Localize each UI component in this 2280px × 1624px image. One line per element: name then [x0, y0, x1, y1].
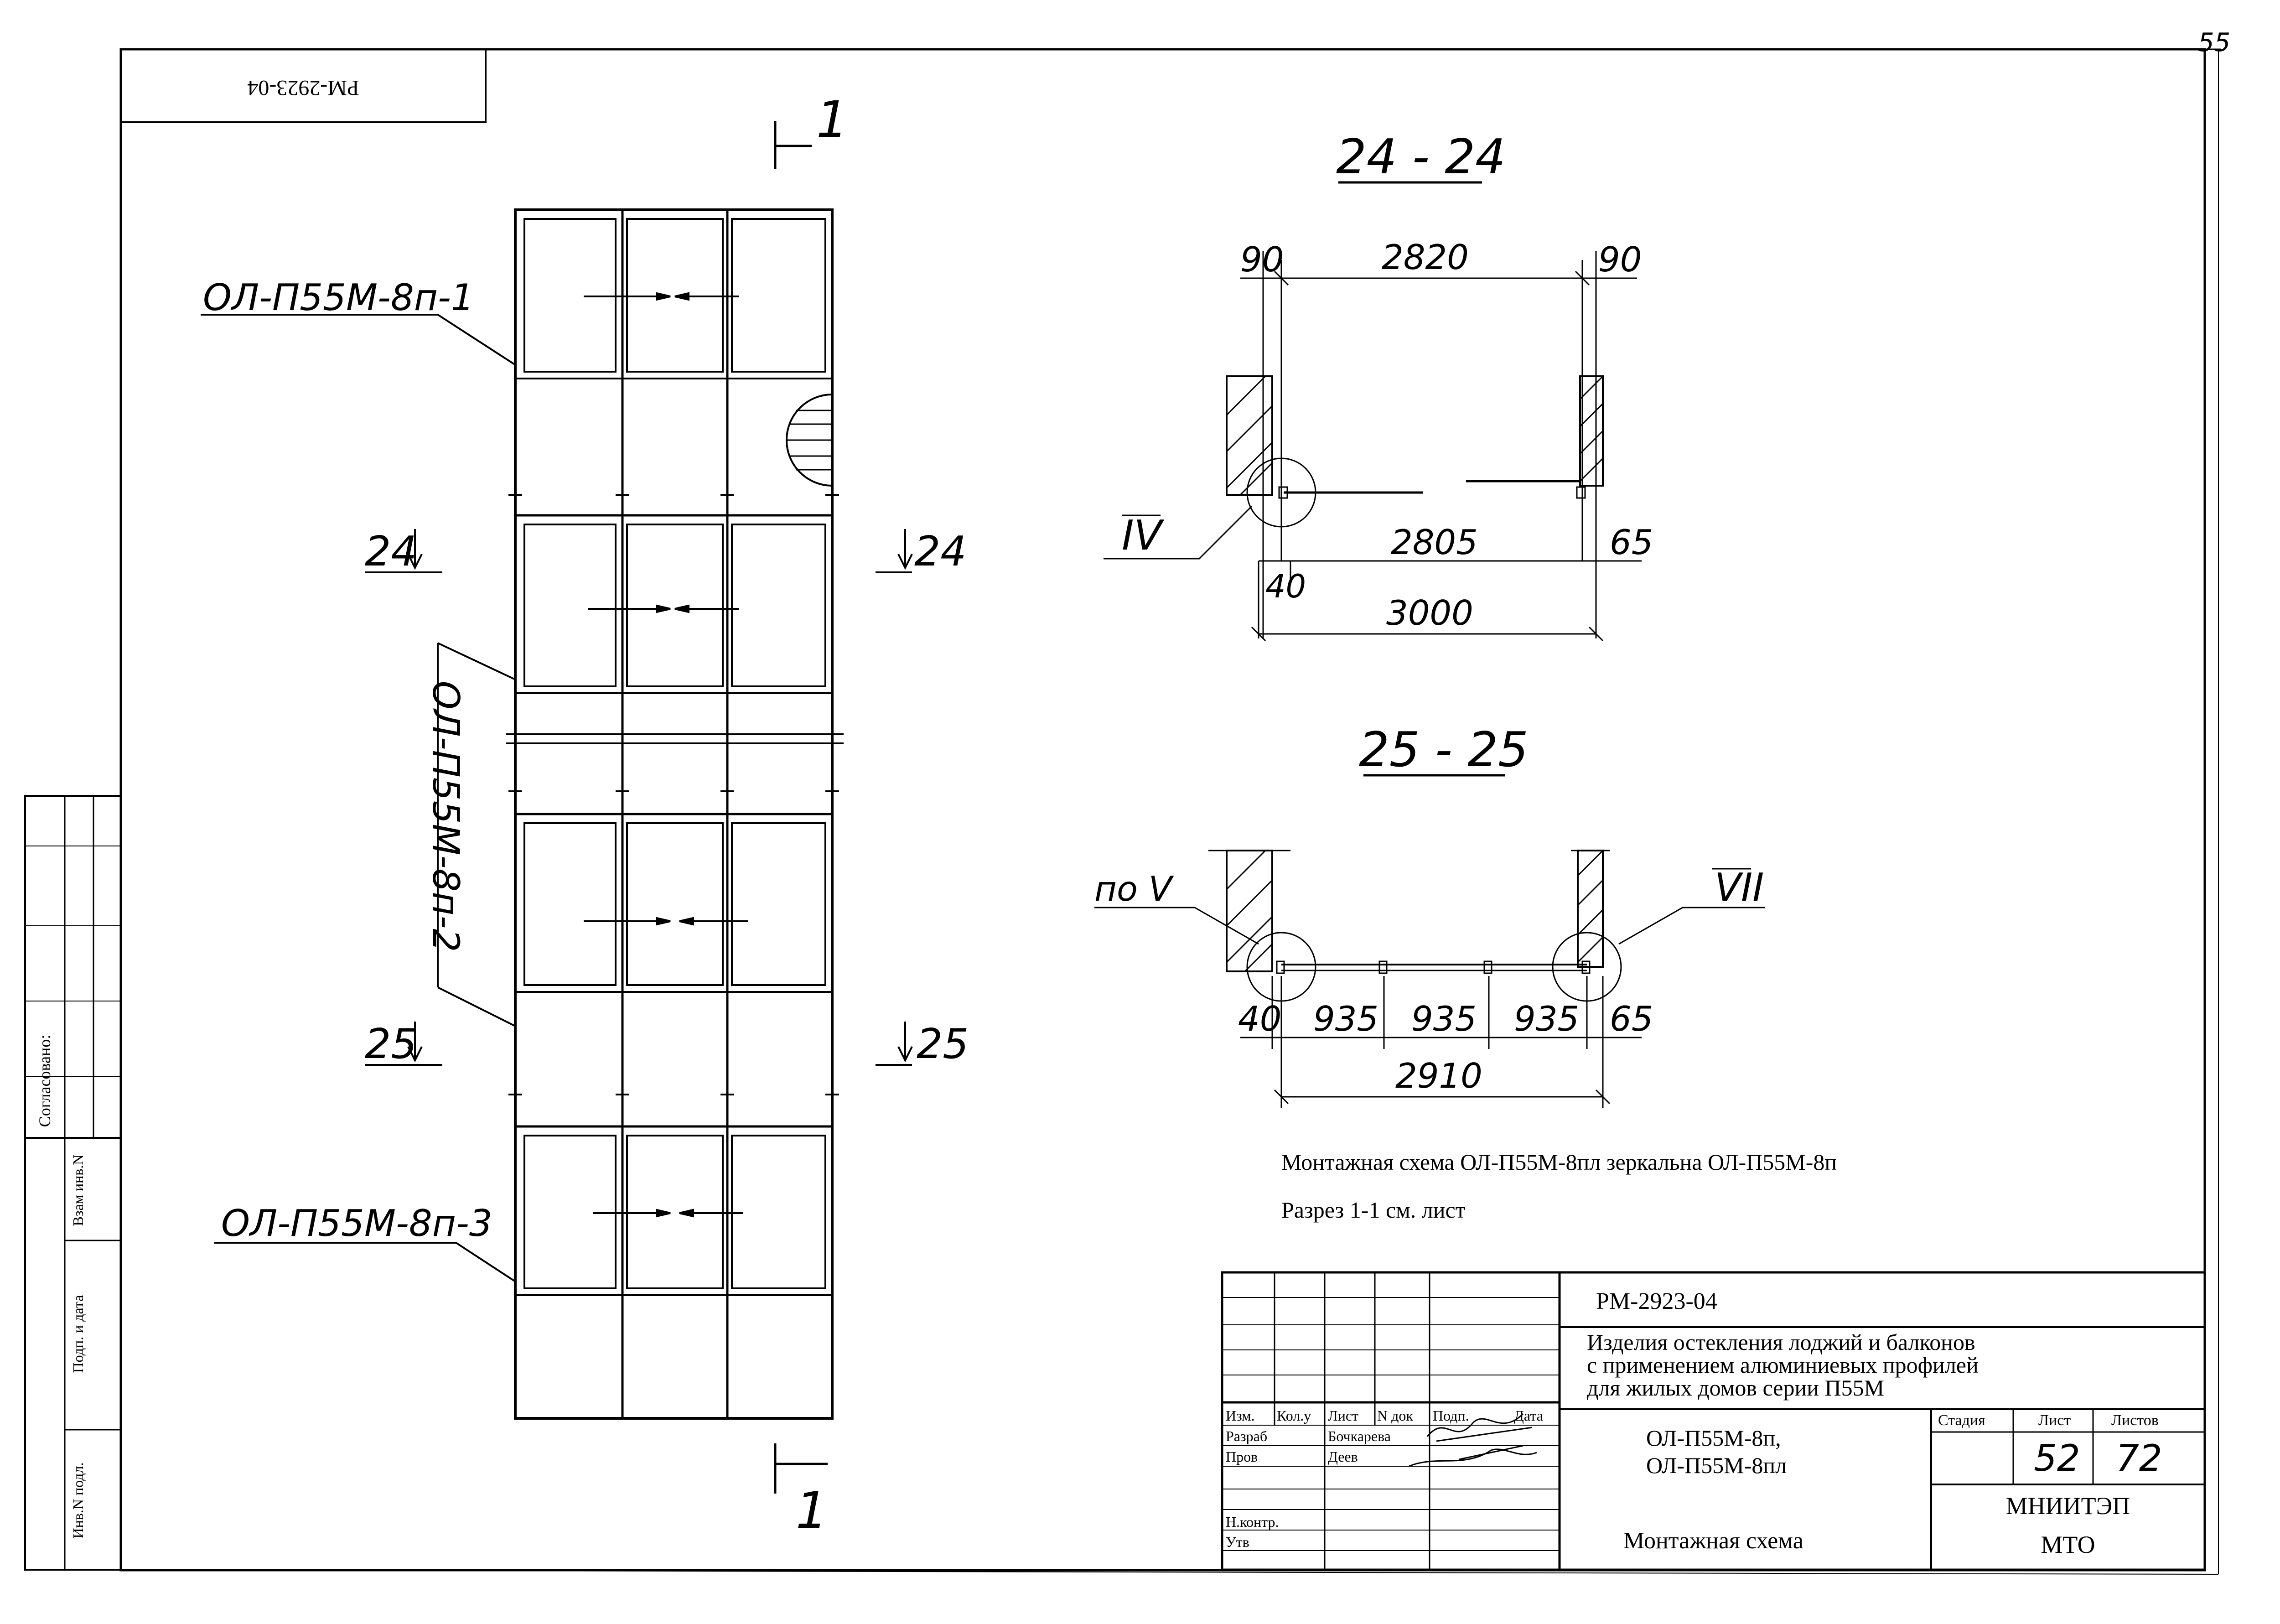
svg-text:25: 25 — [365, 1020, 417, 1068]
svg-text:40: 40 — [1265, 568, 1306, 605]
cut-24-left: 24 — [365, 528, 442, 576]
code-box — [120, 48, 487, 123]
cut-25-left: 25 — [365, 1020, 442, 1068]
code-rotated: РМ-2923-04 — [247, 76, 359, 100]
svg-text:24 - 24: 24 - 24 — [1336, 129, 1506, 185]
svg-text:24: 24 — [914, 528, 967, 576]
svg-text:Деев: Деев — [1328, 1448, 1358, 1465]
svg-text:90: 90 — [1598, 239, 1642, 280]
outer-line-bottom — [25, 1569, 2219, 1575]
svg-text:2805: 2805 — [1391, 522, 1478, 562]
title-line-3: для жилых домов серии П55М — [1587, 1375, 1884, 1401]
svg-text:25: 25 — [917, 1020, 969, 1068]
svg-text:2910: 2910 — [1395, 1056, 1482, 1096]
doc-code: РМ-2923-04 — [1596, 1288, 1717, 1314]
svg-text:Подп.: Подп. — [1433, 1407, 1469, 1424]
podp-label: Подп. и дата — [70, 1295, 86, 1373]
vzam-label: Взам инв.N — [70, 1155, 86, 1226]
svg-text:Разраб: Разраб — [1226, 1428, 1267, 1444]
note-section: Разрез 1-1 см. лист — [1281, 1197, 1466, 1223]
callout-item-1: ОЛ-П55М-8п-1 — [201, 276, 516, 366]
svg-text:2820: 2820 — [1382, 237, 1469, 277]
left-stamp: Согласовано: Взам инв.N Подп. и дата Инв… — [24, 795, 122, 1571]
callout-item-2: ОЛ-П55М-8п-2 — [425, 642, 516, 1027]
section-1-top: 1 — [774, 90, 848, 169]
svg-text:40: 40 — [1238, 999, 1281, 1039]
svg-text:IV: IV — [1122, 512, 1165, 560]
agreed-label: Согласовано: — [36, 1035, 54, 1127]
org-line-2: МТО — [2041, 1531, 2095, 1558]
inv-label: Инв.N подл. — [70, 1463, 86, 1539]
svg-text:Лист: Лист — [2038, 1412, 2071, 1429]
svg-text:935: 935 — [1313, 999, 1378, 1039]
svg-text:Лист: Лист — [1328, 1407, 1358, 1424]
title-line-1: Изделия остекления лоджий и балконов — [1587, 1329, 1975, 1355]
svg-text:1: 1 — [796, 1481, 828, 1540]
svg-text:1: 1 — [816, 90, 848, 149]
svg-text:по V: по V — [1094, 869, 1174, 909]
title-line-2: с применением алюминиевых профилей — [1587, 1352, 1979, 1378]
svg-text:25 - 25: 25 - 25 — [1359, 722, 1529, 778]
section-25-25: 25 - 25 по V VII 40 935 935 — [1094, 722, 1765, 1108]
sheet-no: 52 — [2034, 1437, 2080, 1479]
title-block: РМ-2923-04 Изделия остекления лоджий и б… — [1221, 1271, 2206, 1571]
svg-text:Утв: Утв — [1226, 1534, 1249, 1550]
svg-text:Бочкарева: Бочкарева — [1328, 1428, 1391, 1444]
svg-text:3000: 3000 — [1386, 593, 1473, 633]
note-mirror: Монтажная схема ОЛ-П55М-8пл зеркальна ОЛ… — [1281, 1149, 1837, 1175]
callout-item-3: ОЛ-П55М-8п-3 — [214, 1202, 516, 1282]
section-24-24: 24 - 24 90 2820 90 IV 2805 — [1104, 129, 1653, 642]
svg-text:Стадия: Стадия — [1938, 1412, 1985, 1429]
sheet-number-top: 55 — [2198, 28, 2230, 57]
svg-text:Н.контр.: Н.контр. — [1226, 1514, 1279, 1530]
svg-text:65: 65 — [1610, 522, 1653, 562]
svg-text:24: 24 — [365, 528, 417, 576]
product-line-1: ОЛ-П55М-8п, — [1646, 1425, 1781, 1451]
svg-text:N док: N док — [1377, 1407, 1413, 1424]
signature-razrab — [1426, 1413, 1533, 1442]
section-1-bottom: 1 — [774, 1443, 828, 1540]
signature-prov — [1409, 1445, 1537, 1467]
sheet-name: Монтажная схема — [1623, 1528, 1803, 1554]
facade-elevation — [506, 208, 844, 1420]
svg-text:Изм.: Изм. — [1226, 1407, 1255, 1424]
svg-text:Пров: Пров — [1226, 1448, 1258, 1465]
svg-text:Кол.у: Кол.у — [1277, 1407, 1311, 1424]
svg-text:ОЛ-П55М-8п-2: ОЛ-П55М-8п-2 — [425, 681, 467, 952]
cut-24-right: 24 — [876, 528, 967, 576]
svg-text:ОЛ-П55М-8п-3: ОЛ-П55М-8п-3 — [221, 1202, 492, 1245]
svg-text:Листов: Листов — [2111, 1412, 2159, 1429]
svg-text:65: 65 — [1610, 999, 1653, 1039]
cut-25-right: 25 — [876, 1020, 969, 1068]
svg-text:Дата: Дата — [1514, 1407, 1543, 1424]
sheet-count: 72 — [2116, 1437, 2162, 1479]
svg-text:ОЛ-П55М-8п-1: ОЛ-П55М-8п-1 — [203, 276, 474, 319]
svg-text:935: 935 — [1411, 999, 1477, 1039]
org-line-1: МНИИТЭП — [2006, 1492, 2130, 1520]
svg-text:VII: VII — [1715, 865, 1764, 910]
product-line-2: ОЛ-П55М-8пл — [1646, 1453, 1787, 1478]
svg-text:90: 90 — [1240, 239, 1284, 280]
svg-text:935: 935 — [1514, 999, 1579, 1039]
